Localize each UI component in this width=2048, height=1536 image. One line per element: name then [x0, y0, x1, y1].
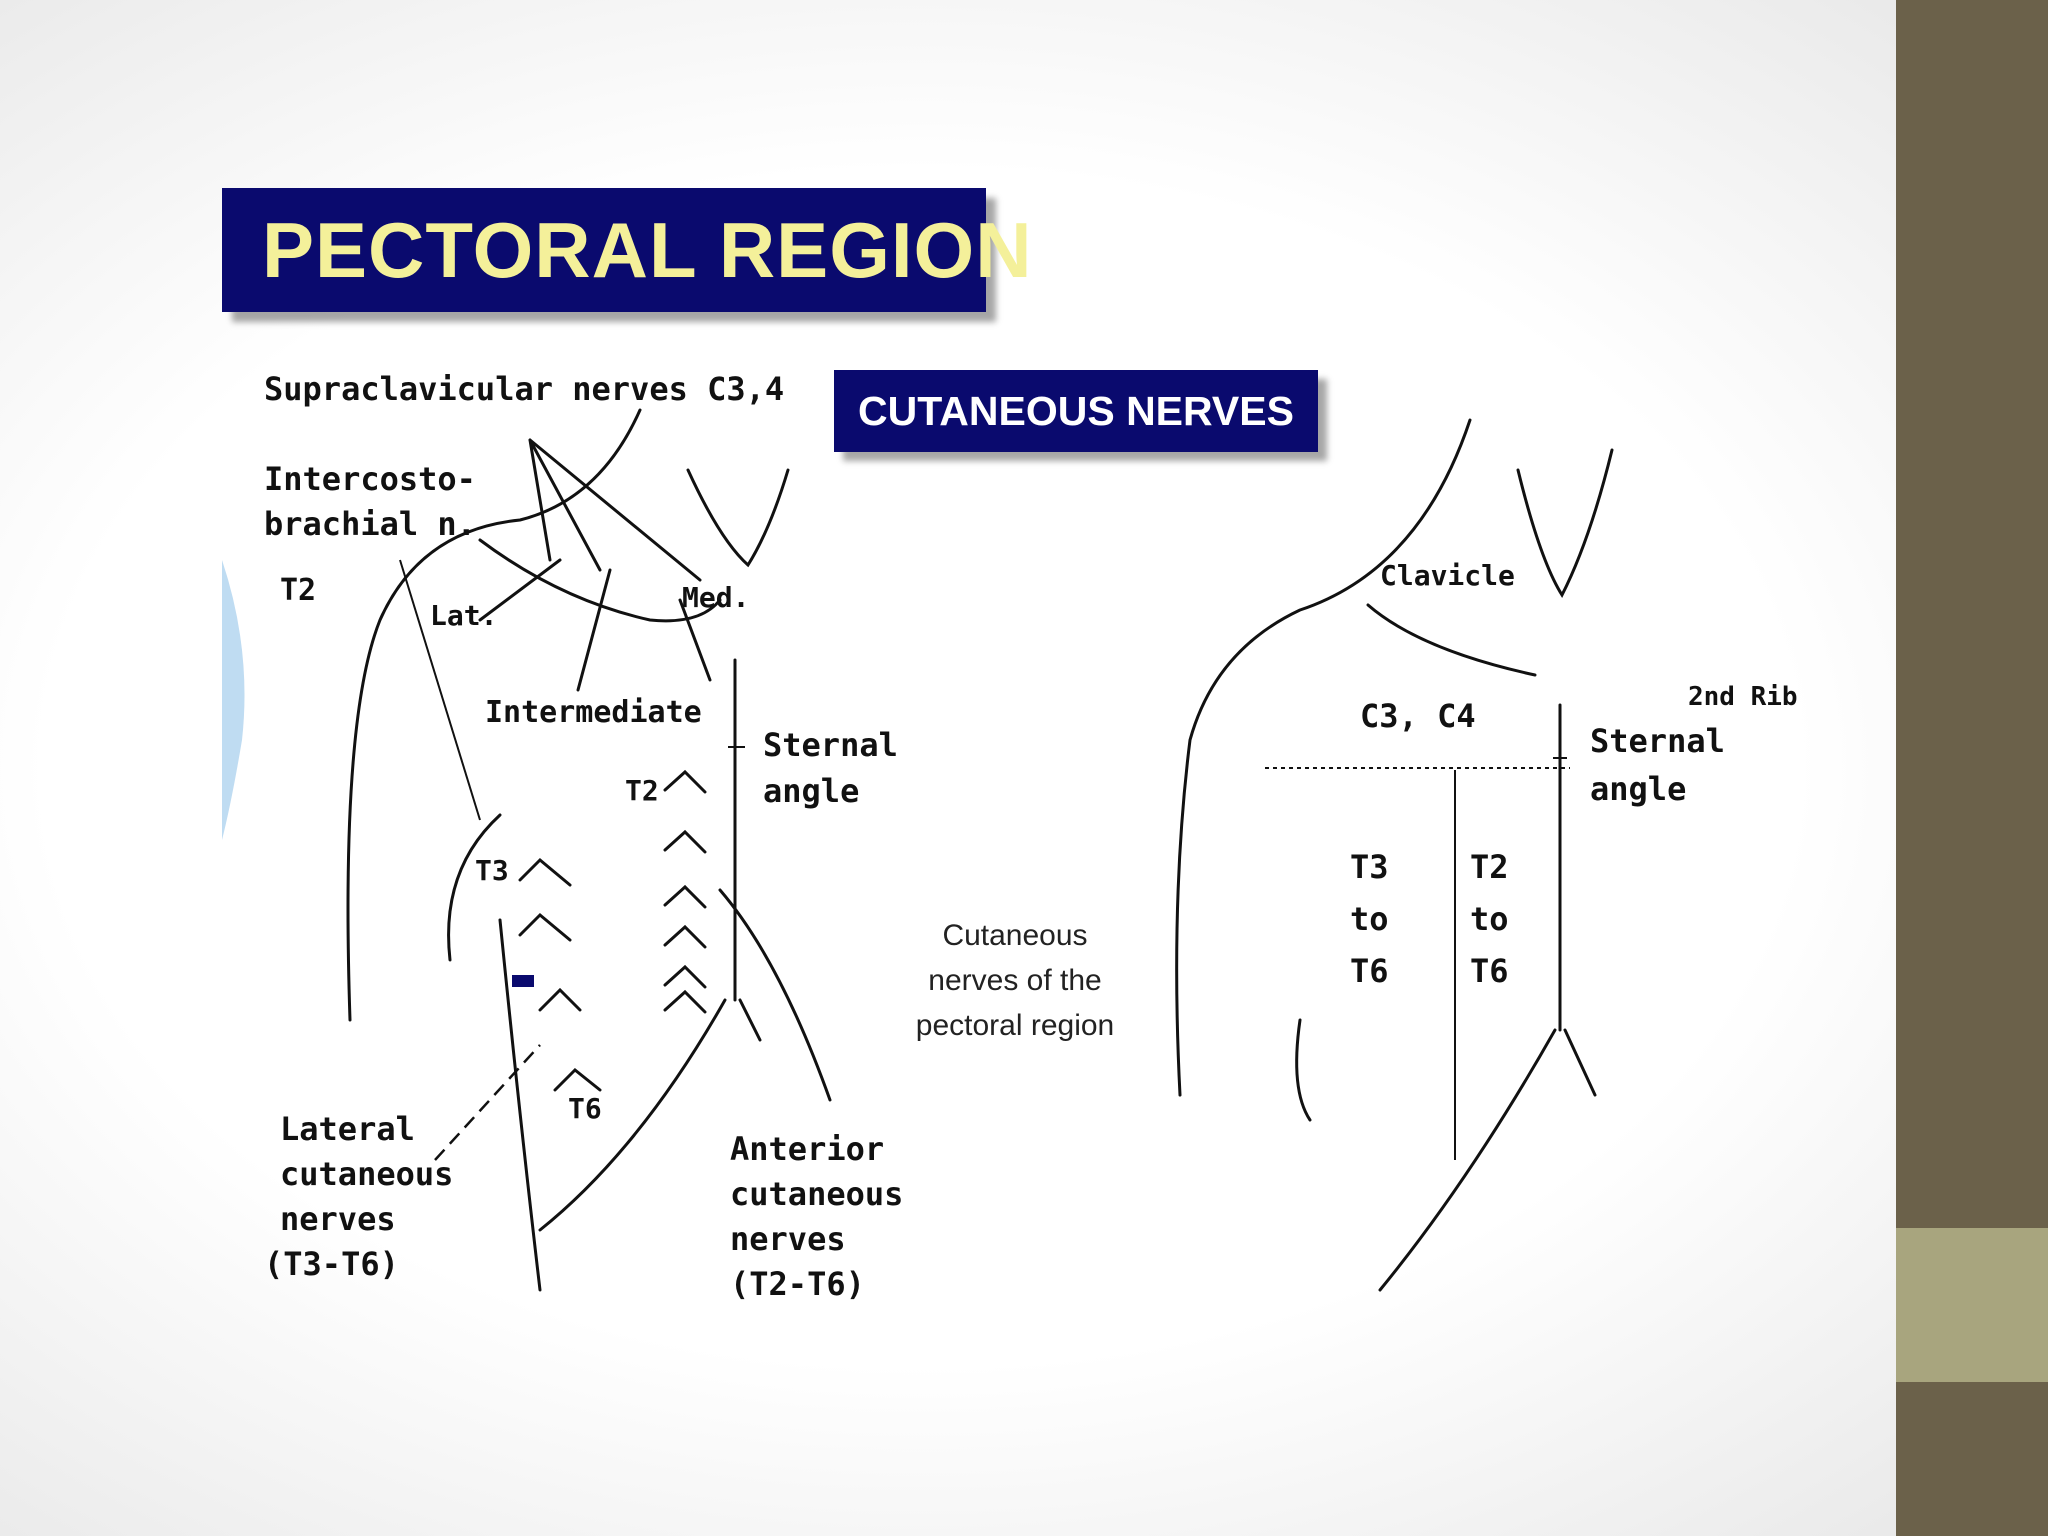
label-sternal-right-2: angle — [1590, 770, 1686, 808]
label-lateral-4: (T3-T6) — [264, 1245, 399, 1283]
label-right-t6-1: T6 — [1350, 952, 1389, 990]
right-figure-drawing — [1175, 418, 1614, 1292]
label-sternal-left-1: Sternal — [763, 726, 898, 764]
label-t6: T6 — [568, 1092, 602, 1125]
supraclavicular-branches — [528, 438, 702, 582]
caption-line-2: nerves of the — [928, 964, 1101, 997]
left-lateral-lower — [498, 918, 542, 1292]
label-right-t2: T2 — [1470, 848, 1509, 886]
label-lat: Lat. — [430, 599, 497, 632]
label-supraclavicular: Supraclavicular nerves C3,4 — [264, 370, 784, 408]
title-banner: PECTORAL REGION — [222, 188, 1032, 312]
medial-branch — [678, 598, 712, 682]
left-neck-outline — [686, 468, 790, 568]
right-clavicle — [1366, 603, 1537, 677]
label-t2-anterior: T2 — [625, 774, 659, 807]
label-intermediate: Intermediate — [485, 695, 702, 730]
left-chest-outline-lower — [538, 998, 727, 1232]
right-neck-outline — [1516, 448, 1614, 599]
label-clavicle: Clavicle — [1380, 559, 1515, 592]
label-med: Med. — [682, 581, 749, 614]
label-2nd-rib: 2nd Rib — [1688, 682, 1798, 712]
left-xiphoid — [738, 998, 762, 1042]
caption-line-1: Cutaneous — [942, 919, 1087, 952]
slide-title: PECTORAL REGION — [262, 205, 1033, 294]
label-c3-c4: C3, C4 — [1360, 697, 1476, 735]
label-anterior-2: cutaneous — [730, 1175, 903, 1213]
slide-subtitle: CUTANEOUS NERVES — [858, 387, 1294, 434]
right-lower-outline — [1378, 1028, 1557, 1292]
side-accent-block — [1896, 1228, 2048, 1382]
label-lateral-1: Lateral — [280, 1110, 415, 1148]
label-right-t6-2: T6 — [1470, 952, 1509, 990]
left-body-outline — [346, 408, 642, 1022]
label-intercosto-2: brachial n. — [264, 505, 476, 543]
blue-edge-shape — [222, 560, 245, 840]
label-lateral-3: nerves — [280, 1200, 396, 1238]
label-right-t3: T3 — [1350, 848, 1389, 886]
label-lateral-2: cutaneous — [280, 1155, 453, 1193]
label-right-to-2: to — [1470, 900, 1509, 938]
label-sternal-right-1: Sternal — [1590, 722, 1725, 760]
lateral-nerve-chevrons — [518, 857, 602, 1092]
label-intercosto-1: Intercosto- — [264, 460, 476, 498]
lateral-intermediate-branches — [478, 558, 612, 692]
label-anterior-4: (T2-T6) — [730, 1265, 865, 1303]
label-anterior-3: nerves — [730, 1220, 846, 1258]
left-chest-outline-right — [718, 888, 832, 1102]
label-sternal-left-2: angle — [763, 772, 859, 810]
lateral-leader-line — [434, 1044, 541, 1161]
label-t3: T3 — [475, 854, 509, 887]
caption-line-3: pectoral region — [916, 1009, 1114, 1042]
anterior-nerve-chevrons — [663, 769, 707, 1014]
right-lateral-curve — [1295, 1018, 1312, 1122]
right-body-outline — [1175, 418, 1472, 1097]
label-t2-left: T2 — [280, 573, 316, 608]
left-figure-drawing — [346, 408, 832, 1292]
right-xiphoid — [1563, 1028, 1597, 1097]
intercostobrachial-line — [399, 559, 481, 821]
label-anterior-1: Anterior — [730, 1130, 884, 1168]
left-clavicle — [478, 538, 722, 623]
left-lateral-curve — [447, 813, 502, 962]
cursor-marker — [512, 975, 534, 987]
subtitle-banner: CUTANEOUS NERVES — [834, 370, 1318, 452]
label-right-to-1: to — [1350, 900, 1389, 938]
